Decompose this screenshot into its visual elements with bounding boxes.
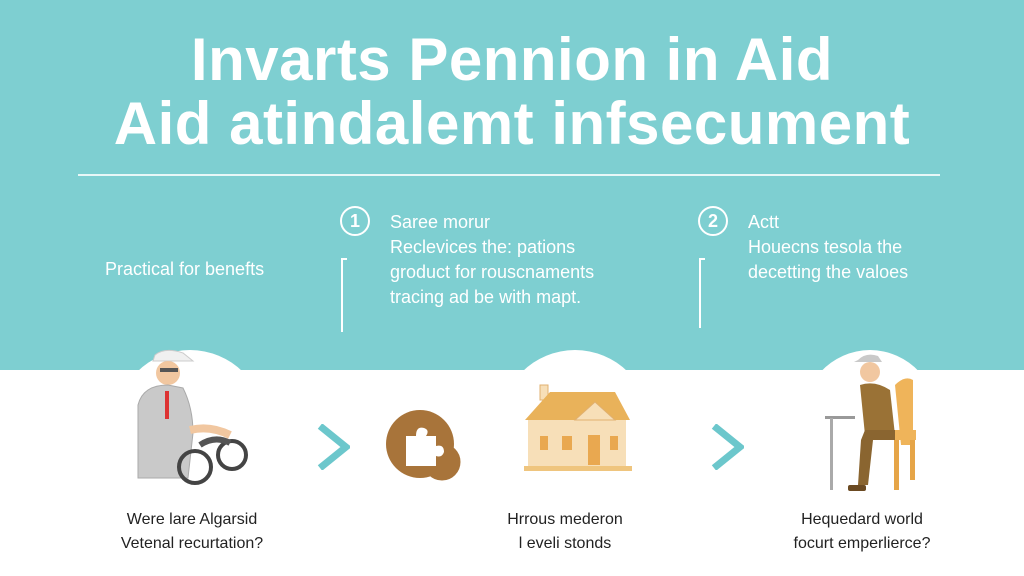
caption-3: Hequedard world focurt emperlierce? <box>793 511 931 552</box>
step-number-badge: 2 <box>698 206 728 236</box>
chevron-right-icon <box>711 424 744 470</box>
divider <box>78 174 940 176</box>
chevron-right-icon <box>317 424 350 470</box>
step-text: Actt Houecns tesola the decetting the va… <box>748 212 909 282</box>
caption-1: Were lare Algarsid Vetenal recurtation? <box>120 511 264 552</box>
step-text: Saree morur Reclevices the: pations grod… <box>390 212 595 307</box>
elderly-man-wheel-icon <box>137 349 248 485</box>
step-bar <box>341 258 347 332</box>
step-number-badge: 1 <box>340 206 370 236</box>
puzzle-coin-icon <box>386 410 464 484</box>
intro-text: Practical for benefts <box>105 259 265 279</box>
seated-elderly-man-icon <box>825 354 916 491</box>
header-band <box>0 0 1024 370</box>
house-icon <box>524 384 632 471</box>
step-bar <box>699 258 705 328</box>
page-title: Invarts Pennion in Aid Aid atindalemt in… <box>0 28 1024 156</box>
title-line-1: Invarts Pennion in Aid <box>190 26 834 93</box>
title-line-2: Aid atindalemt infsecument <box>113 90 911 157</box>
caption-2: Hrrous mederon l eveli stonds <box>507 511 623 552</box>
